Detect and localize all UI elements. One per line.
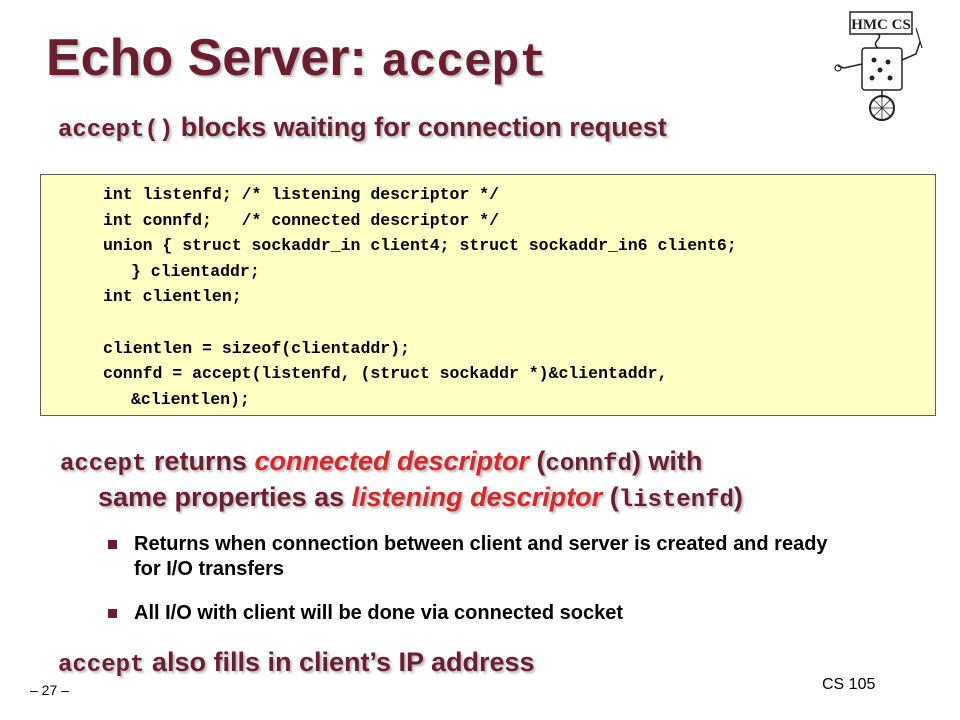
title-code: accept xyxy=(381,37,547,89)
listenfd-code: listenfd xyxy=(618,487,734,514)
same-properties-line: same properties as listening descriptor … xyxy=(60,481,920,517)
bullet-item: Returns when connection between client a… xyxy=(108,532,848,582)
logo-text: HMC CS xyxy=(851,17,911,33)
code-line: &clientlen); xyxy=(131,389,250,409)
para-text: ) xyxy=(733,482,743,512)
code-line: clientlen = sizeof(clientaddr); xyxy=(103,338,410,358)
bullet-square-icon xyxy=(108,609,117,618)
bullet-square-icon xyxy=(108,540,117,549)
accept-code: accept xyxy=(58,652,145,679)
para-text: ) with xyxy=(631,446,703,476)
title-prefix: Echo Server: xyxy=(46,29,382,87)
accept-blocks-heading: accept() blocks waiting for connection r… xyxy=(58,112,667,144)
hmc-cs-robot-logo: HMC CS xyxy=(834,11,923,121)
connected-descriptor-emphasis: connected descriptor xyxy=(254,446,530,476)
para-text: same properties as xyxy=(98,482,352,512)
code-line: } clientaddr; xyxy=(131,261,260,281)
course-label: CS 105 xyxy=(822,676,876,693)
page-number: – 27 – xyxy=(30,682,69,698)
accept-fills-heading: accept also fills in client’s IP address xyxy=(58,647,535,679)
accept-blocks-text: blocks waiting for connection request xyxy=(173,112,667,142)
para-text: ( xyxy=(602,482,619,512)
bullet-text: All I/O with client will be done via con… xyxy=(134,602,623,624)
accept-returns-line: accept returns connected descriptor (con… xyxy=(60,445,920,481)
code-line: union { struct sockaddr_in client4; stru… xyxy=(103,236,737,256)
para-text: ( xyxy=(529,446,546,476)
code-line: int connfd; /* connected descriptor */ xyxy=(103,210,500,230)
slide-title: Echo Server: accept xyxy=(46,28,547,89)
accept-call-code: accept() xyxy=(58,117,174,144)
bullet-text: Returns when connection between client a… xyxy=(134,533,828,580)
accept-returns-paragraph: accept returns connected descriptor (con… xyxy=(60,445,920,517)
code-line: int listenfd; /* listening descriptor */ xyxy=(103,185,500,204)
code-line xyxy=(103,310,935,336)
listening-descriptor-emphasis: listening descriptor xyxy=(351,482,603,512)
para-text: returns xyxy=(146,446,255,476)
accept-code: accept xyxy=(60,451,147,478)
code-block: int listenfd; /* listening descriptor */… xyxy=(40,174,936,416)
connfd-code: connfd xyxy=(545,451,632,478)
bullet-item: All I/O with client will be done via con… xyxy=(108,601,848,626)
accept-fills-text: also fills in client’s IP address xyxy=(144,647,535,677)
code-line: connfd = accept(listenfd, (struct sockad… xyxy=(103,364,668,384)
code-line: int clientlen; xyxy=(103,287,242,307)
